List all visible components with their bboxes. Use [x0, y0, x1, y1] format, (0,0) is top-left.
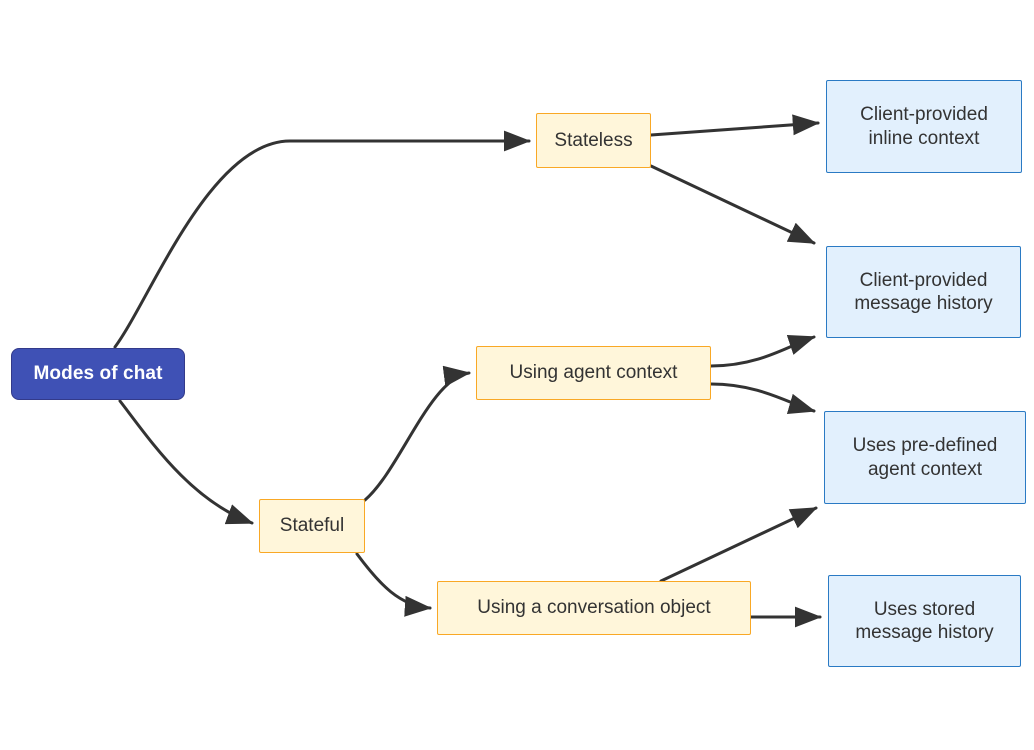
edges-group: [113, 114, 822, 628]
edge-agent-context-to-predefined-agent-context: [709, 382, 816, 415]
node-label-inline-context: Client-provided inline context: [860, 104, 988, 149]
node-label-stateful: Stateful: [279, 515, 345, 537]
node-label-stateless: Stateless: [554, 129, 633, 151]
node-label-agent-context: Using agent context: [509, 362, 678, 384]
node-label-conversation-object: Using a conversation object: [477, 597, 711, 619]
edge-root-to-stateful: [118, 399, 254, 525]
edge-root-to-stateless: [113, 130, 531, 349]
node-stateful[interactable]: Stateful: [259, 499, 365, 553]
edge-stateless-to-inline-context: [649, 114, 820, 137]
edge-conversation-object-to-predefined-agent-context: [659, 506, 818, 583]
node-inline-context[interactable]: Client-provided inline context: [826, 80, 1022, 173]
node-label-root: Modes of chat: [33, 363, 163, 385]
node-conversation-object[interactable]: Using a conversation object: [437, 581, 751, 635]
node-label-stored-message-history: Uses stored message history: [855, 598, 994, 643]
edge-stateless-to-client-message-history: [649, 164, 816, 245]
node-predefined-agent-context[interactable]: Uses pre-defined agent context: [824, 411, 1026, 504]
node-client-message-history[interactable]: Client-provided message history: [826, 246, 1021, 338]
node-root[interactable]: Modes of chat: [11, 348, 185, 400]
node-label-predefined-agent-context: Uses pre-defined agent context: [852, 435, 998, 480]
edge-stateful-to-agent-context: [363, 365, 471, 502]
node-stored-message-history[interactable]: Uses stored message history: [828, 575, 1021, 667]
edge-stateful-to-conversation-object: [355, 552, 432, 617]
node-label-client-message-history: Client-provided message history: [854, 269, 993, 314]
node-stateless[interactable]: Stateless: [536, 113, 651, 168]
edge-agent-context-to-client-message-history: [709, 335, 816, 368]
node-agent-context[interactable]: Using agent context: [476, 346, 711, 400]
